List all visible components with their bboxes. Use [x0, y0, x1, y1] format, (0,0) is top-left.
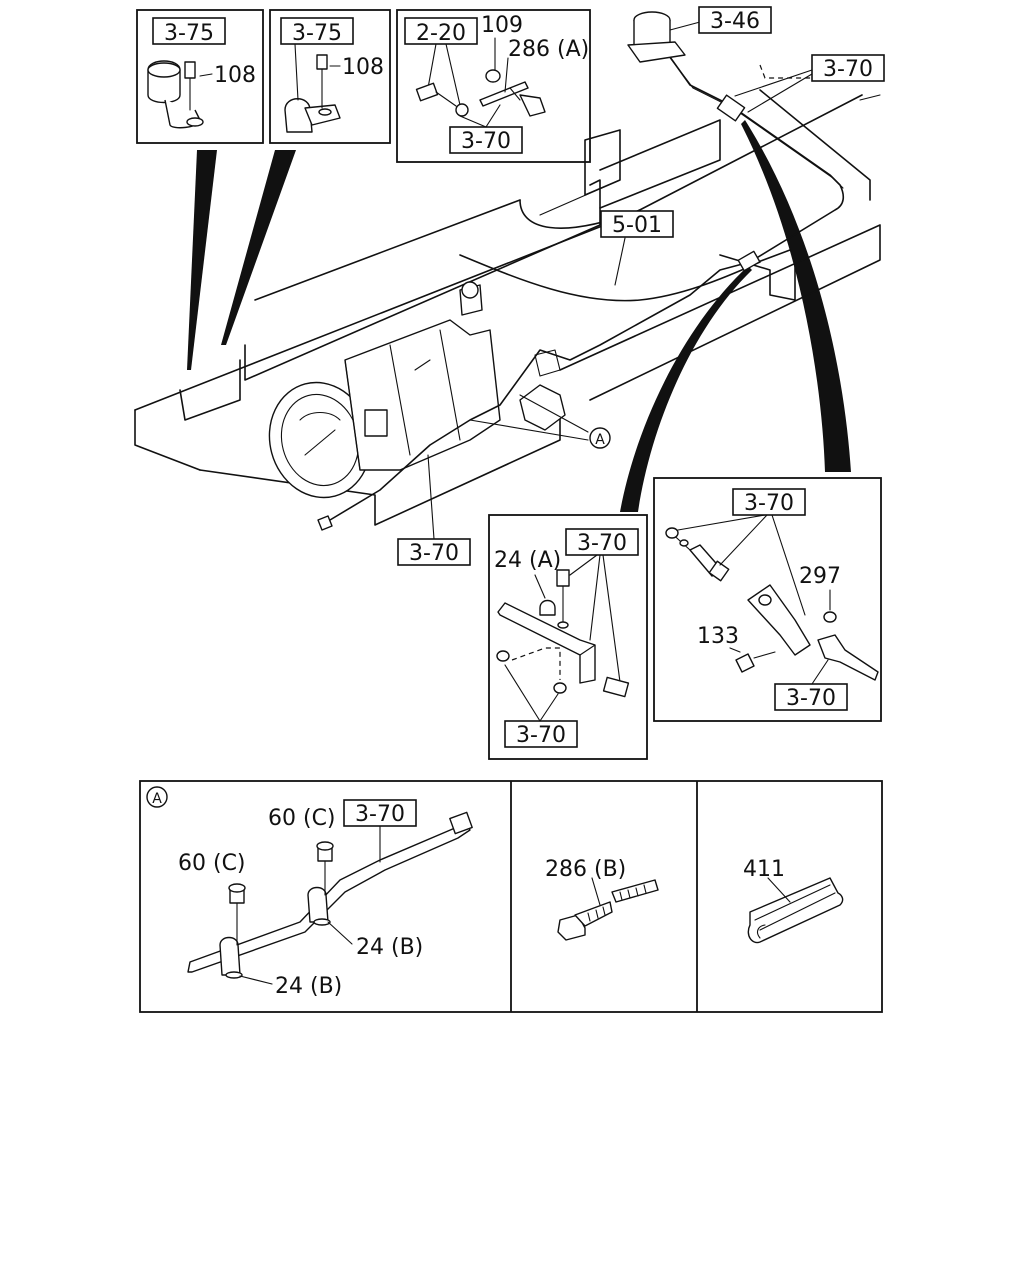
callouts-top-right [698, 6, 885, 113]
ref-3-70-detailright-a: 3-70 [744, 491, 794, 516]
part-108-b: 108 [342, 55, 384, 80]
marker-a-leaders [469, 394, 611, 449]
part-286a: 286 (A) [508, 37, 589, 62]
ref-3-75-a: 3-75 [164, 21, 214, 46]
ref-3-70-panel-a: 3-70 [355, 802, 405, 827]
ref-3-75-b: 3-75 [292, 21, 342, 46]
ref-3-70-topmid: 3-70 [461, 129, 511, 154]
transmission [268, 281, 501, 499]
part-297: 297 [799, 564, 841, 589]
inset-top-left-2 [269, 9, 391, 144]
ref-3-70-detailmid-b: 3-70 [516, 723, 566, 748]
bottom-panel-a [146, 786, 473, 985]
brake-pipe [317, 49, 845, 531]
marker-a-panel: A [152, 791, 162, 807]
ref-3-70-detailmid-a: 3-70 [577, 531, 627, 556]
part-286b: 286 (B) [545, 857, 626, 882]
inset-detail-right [653, 477, 882, 722]
part-108-a: 108 [214, 63, 256, 88]
ref-3-70-topright: 3-70 [823, 57, 873, 82]
air-dryer [627, 11, 701, 63]
part-24b-lower: 24 (B) [275, 974, 342, 999]
ref-5-01: 5-01 [612, 213, 662, 238]
inset-top-left-1 [136, 9, 264, 144]
callouts-main [397, 210, 674, 566]
ref-3-70-main: 3-70 [409, 541, 459, 566]
bottom-panel-c [747, 877, 844, 944]
labels: 3-75 108 3-75 108 2-20 109 286 (A) 3-70 … [152, 9, 873, 999]
bottom-panel-b [557, 877, 659, 941]
inset-detail-mid [488, 514, 648, 760]
bottom-panel-frames [139, 780, 883, 1013]
part-60c-lower: 60 (C) [178, 851, 246, 876]
part-24a: 24 (A) [494, 548, 561, 573]
ref-3-46: 3-46 [710, 9, 760, 34]
leader-wedges [187, 120, 851, 512]
chassis-frame [134, 89, 881, 526]
frame-crossmember [459, 237, 761, 302]
marker-a-main: A [595, 432, 605, 448]
part-60c-upper: 60 (C) [268, 806, 336, 831]
ref-3-70-detailright-b: 3-70 [786, 686, 836, 711]
part-411: 411 [743, 857, 785, 882]
part-133: 133 [697, 624, 739, 649]
ref-2-20: 2-20 [416, 21, 466, 46]
part-24b-upper: 24 (B) [356, 935, 423, 960]
part-109: 109 [481, 13, 523, 38]
inset-top-mid [396, 9, 591, 163]
